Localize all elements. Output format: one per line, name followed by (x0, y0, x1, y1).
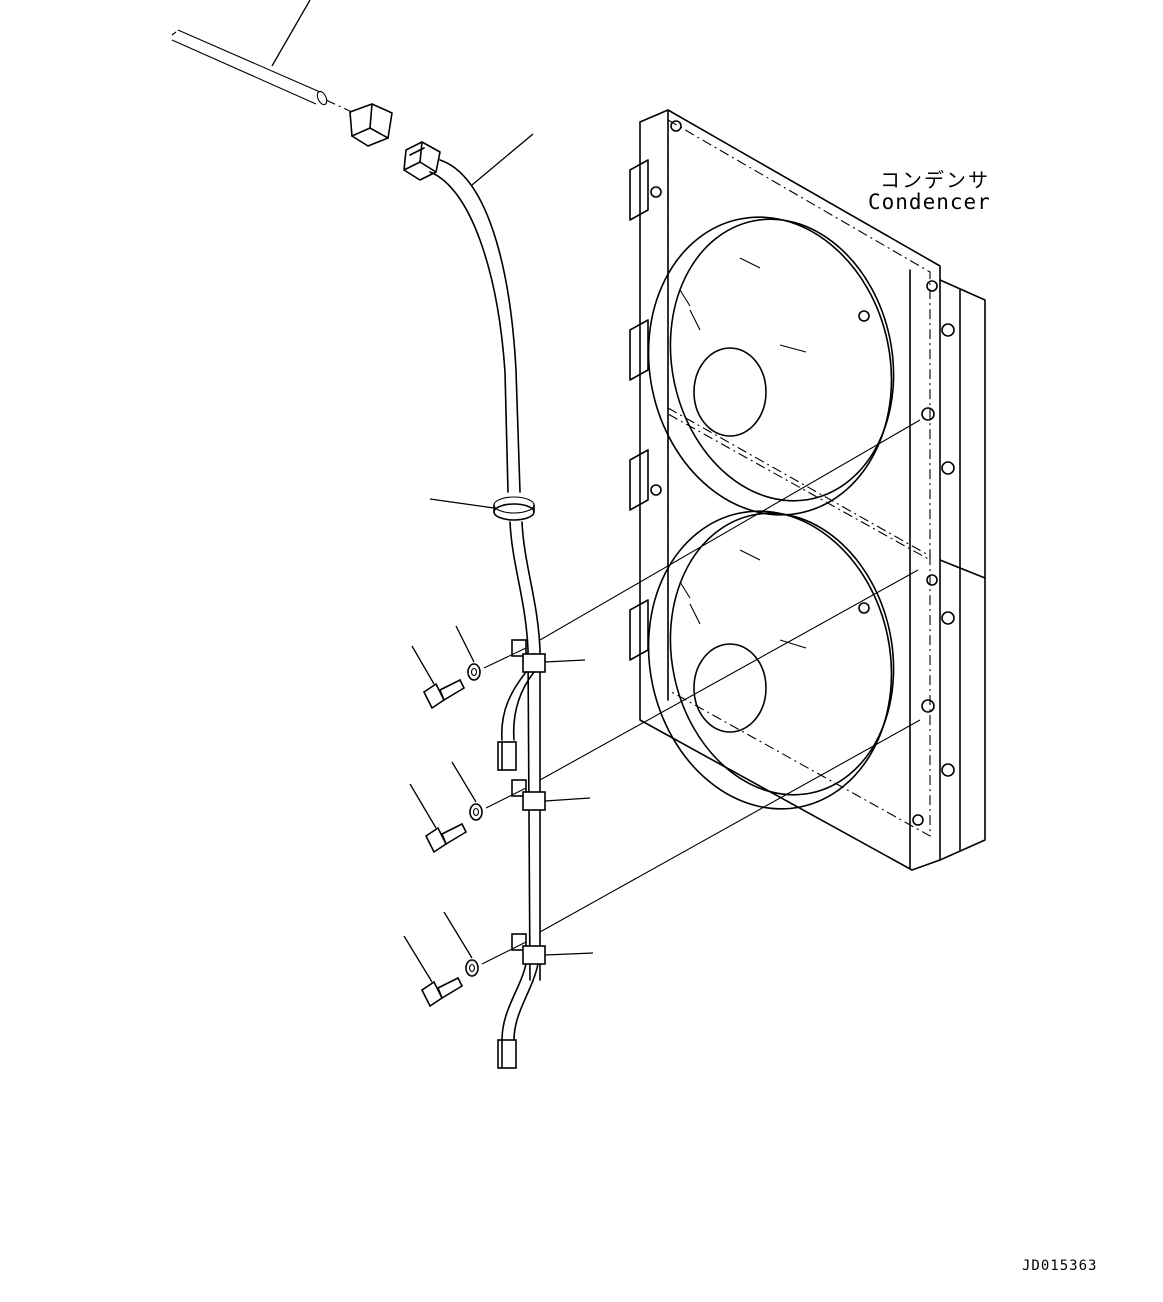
leader-harness (471, 133, 534, 186)
bolt-middle (409, 783, 468, 854)
upstream-cable (171, 29, 353, 113)
branch-cable-2 (501, 963, 539, 1041)
leader-grommet (429, 498, 495, 509)
harness-lower-cable (509, 521, 541, 981)
bolt-upper (411, 645, 466, 710)
leader-upstream-cable (271, 0, 311, 67)
upstream-connector-plug (349, 103, 393, 147)
clamp-upper (511, 639, 546, 673)
leader-clamp-upper (544, 659, 586, 663)
branch-connector-1 (497, 741, 517, 771)
condenser-assembly (629, 109, 986, 871)
washer-lower (443, 911, 479, 977)
leader-clamp-middle (544, 797, 591, 802)
drawing-code: JD015363 (1022, 1258, 1098, 1274)
washer-upper (455, 625, 481, 681)
condenser-label-english: Condencer (868, 190, 991, 214)
condenser-label-japanese: コンデンサ (880, 168, 990, 192)
harness-connector (403, 141, 441, 181)
bolt-lower (403, 935, 464, 1008)
mounting-projection-lines (481, 419, 921, 965)
grommet (493, 496, 535, 521)
branch-connector-2 (497, 1039, 517, 1069)
leader-clamp-lower (544, 952, 594, 956)
washer-middle (451, 761, 483, 821)
branch-cable-1 (501, 671, 535, 741)
harness-main-cable (429, 159, 521, 493)
